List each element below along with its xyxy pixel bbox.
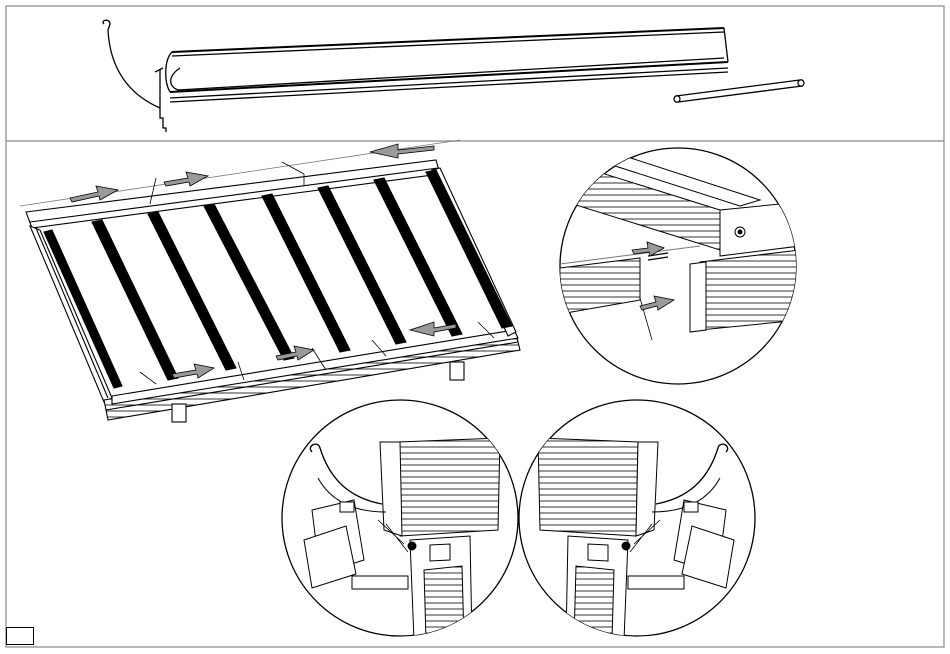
label-box-left [352,576,408,589]
page-number-box [6,627,34,645]
detail-gutter-left [282,400,518,640]
detail-gutter-right [519,400,755,640]
roof-assembly-overview [20,140,520,422]
label-box-right [628,576,684,589]
arrow-icon [370,144,434,158]
arrow-icon [164,172,208,186]
detail-rod-insertion [560,148,800,384]
arrow-icon [70,186,118,202]
arrow-icon [172,364,214,378]
gutter-profile-and-rod [103,20,804,132]
